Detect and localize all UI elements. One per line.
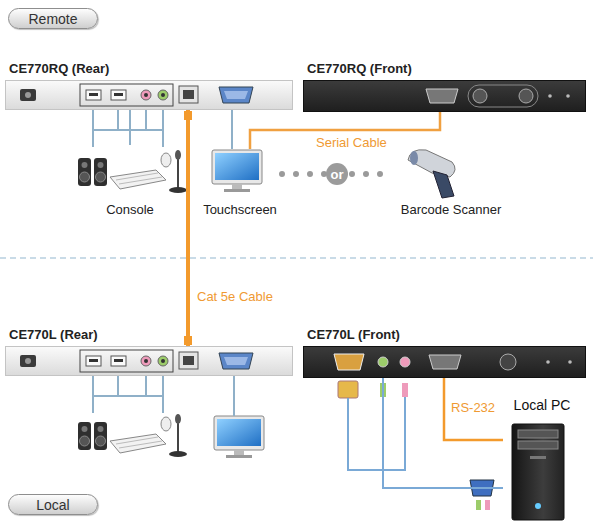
touchscreen-device: Touchscreen (198, 149, 282, 217)
console-icon (78, 414, 187, 457)
node-label: Remote (28, 11, 77, 27)
console-cable (129, 110, 131, 145)
node-label: Local (36, 497, 69, 513)
cat5e-cable (186, 110, 190, 346)
led (566, 94, 570, 98)
db15-plug (338, 381, 358, 398)
node-label: CE770L (Rear) (9, 327, 98, 342)
vga-cable (231, 110, 233, 149)
cable (383, 397, 405, 470)
audio-plug (476, 500, 481, 510)
knob (473, 89, 487, 103)
knob (500, 354, 516, 370)
zone-divider (0, 257, 593, 259)
audio-plug (485, 500, 490, 510)
vga-wire (233, 376, 235, 416)
node-label: Console (106, 202, 154, 217)
panel-face (303, 80, 586, 112)
device-front-panel: CE770RQ (Front) (303, 80, 586, 112)
cable-label: RS-232 (449, 400, 497, 415)
floppy-slot (530, 456, 546, 459)
tower-case (512, 424, 564, 520)
db9-port (429, 355, 461, 369)
scanner-window (410, 151, 418, 165)
knob-frame (468, 85, 538, 107)
node-label: Touchscreen (203, 202, 277, 217)
device-rear-panel: CE770RQ (Rear) (5, 80, 293, 110)
drive-bay (518, 430, 558, 438)
device-front-panel: CE770L (Front) (303, 346, 586, 378)
console-group: Console (70, 145, 190, 217)
pc-tower-icon (512, 424, 564, 520)
rear-panel-art (5, 80, 293, 110)
console-wires (93, 376, 163, 413)
kvm-cable (383, 378, 503, 488)
scanner-handle (433, 171, 454, 198)
front-panel-art (303, 346, 586, 378)
serial-cable (250, 112, 440, 149)
scanner-head (408, 150, 455, 177)
led (548, 94, 552, 98)
power-led (535, 503, 541, 509)
cable (348, 398, 383, 470)
node-label: CE770RQ (Rear) (9, 61, 109, 76)
barcode-scanner-device: Barcode Scanner (390, 145, 512, 217)
rs232-cable (444, 378, 503, 440)
monitor-icon (214, 416, 264, 458)
led (568, 360, 572, 364)
console-wires (93, 110, 163, 147)
rear-panel-art (5, 346, 293, 376)
front-panel-art (303, 80, 586, 112)
cable-label: Cat 5e Cable (195, 289, 275, 304)
audio-plug (402, 383, 408, 397)
node-label: Local PC (514, 397, 571, 413)
barcode-scanner-icon (408, 150, 455, 198)
zone-tag: Local (8, 494, 98, 515)
panel-face (303, 346, 586, 378)
node-label: Barcode Scanner (401, 202, 501, 217)
or-badge: or (326, 163, 348, 185)
knob (519, 89, 533, 103)
zone-tag: Remote (8, 8, 98, 29)
drive-bay (518, 441, 558, 449)
touchscreen-icon (212, 150, 262, 192)
db15-port (334, 354, 364, 370)
local-pc: Local PC (503, 397, 581, 522)
node-label: CE770L (Front) (307, 327, 400, 342)
audio-jack (400, 357, 410, 367)
console-icon (78, 150, 187, 193)
db9-port (426, 89, 458, 103)
led (546, 360, 550, 364)
audio-jack (378, 357, 388, 367)
cable-label: Serial Cable (314, 135, 389, 150)
device-rear-panel: CE770L (Rear) (5, 346, 293, 376)
node-label: CE770RQ (Front) (307, 61, 412, 76)
